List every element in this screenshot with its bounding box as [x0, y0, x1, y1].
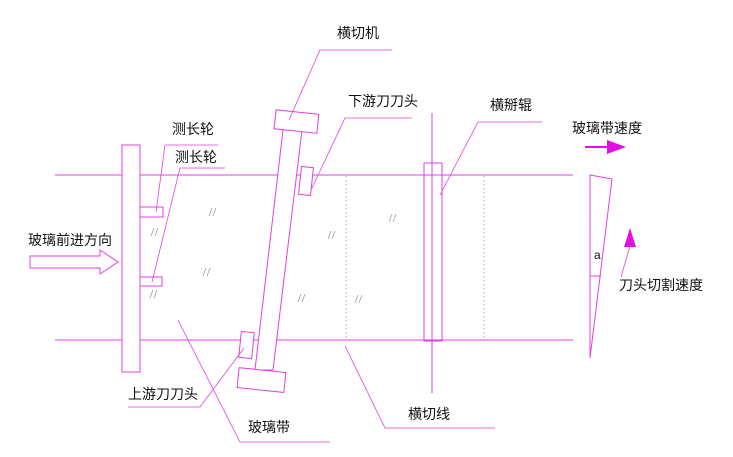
upstream-cutter-head — [238, 330, 255, 360]
cross-cutter-top-block — [273, 109, 320, 134]
leader-measure-wheel-1 — [155, 144, 218, 213]
glass-mark — [208, 207, 217, 217]
head-speed-arrow-icon — [620, 228, 636, 278]
leader-snap-roller — [439, 121, 542, 196]
measuring-wheel-frame — [121, 144, 141, 373]
label-head-speed: 刀头切割速度 — [619, 277, 703, 294]
label-glass-ribbon: 玻璃带 — [248, 419, 290, 436]
label-cut-line: 横切线 — [408, 407, 450, 423]
downstream-cutter-head — [298, 165, 314, 197]
label-measure-wheel-2: 测长轮 — [175, 150, 217, 166]
glass-speed-arrow-icon — [585, 140, 626, 154]
glass-mark — [354, 294, 363, 304]
leader-measure-wheel-2 — [151, 167, 225, 283]
label-angle: a — [594, 248, 601, 262]
label-downstream-head: 下游刀刀头 — [348, 94, 418, 110]
glass-mark — [149, 289, 158, 299]
leader-cut-line — [344, 345, 495, 429]
glass-surface-marks — [149, 207, 397, 304]
leader-downstream-head — [310, 117, 412, 191]
glass-mark — [388, 213, 397, 223]
feed-direction-arrow-icon — [29, 249, 119, 275]
glass-mark — [327, 230, 336, 240]
leader-cutter — [288, 49, 392, 121]
velocity-triangle — [589, 174, 613, 359]
cross-cutter-bottom-block — [236, 367, 287, 394]
label-feed-direction: 玻璃前进方向 — [28, 232, 112, 249]
label-upstream-head: 上游刀刀头 — [128, 387, 198, 403]
glass-mark — [202, 267, 211, 277]
measuring-wheel-lower — [139, 276, 163, 287]
label-measure-wheel-1: 测长轮 — [172, 122, 214, 138]
leader-glass-ribbon — [177, 319, 330, 443]
label-glass-speed: 玻璃带速度 — [572, 120, 642, 137]
snap-roller — [423, 162, 443, 342]
glass-mark — [297, 293, 306, 303]
cross-cutter-beam — [254, 129, 303, 371]
label-snap-roller: 横掰辊 — [490, 98, 532, 114]
leader-upstream-head — [128, 347, 245, 408]
measuring-wheel-upper — [139, 206, 164, 218]
label-cutter: 横切机 — [337, 26, 379, 42]
glass-mark — [150, 227, 159, 237]
